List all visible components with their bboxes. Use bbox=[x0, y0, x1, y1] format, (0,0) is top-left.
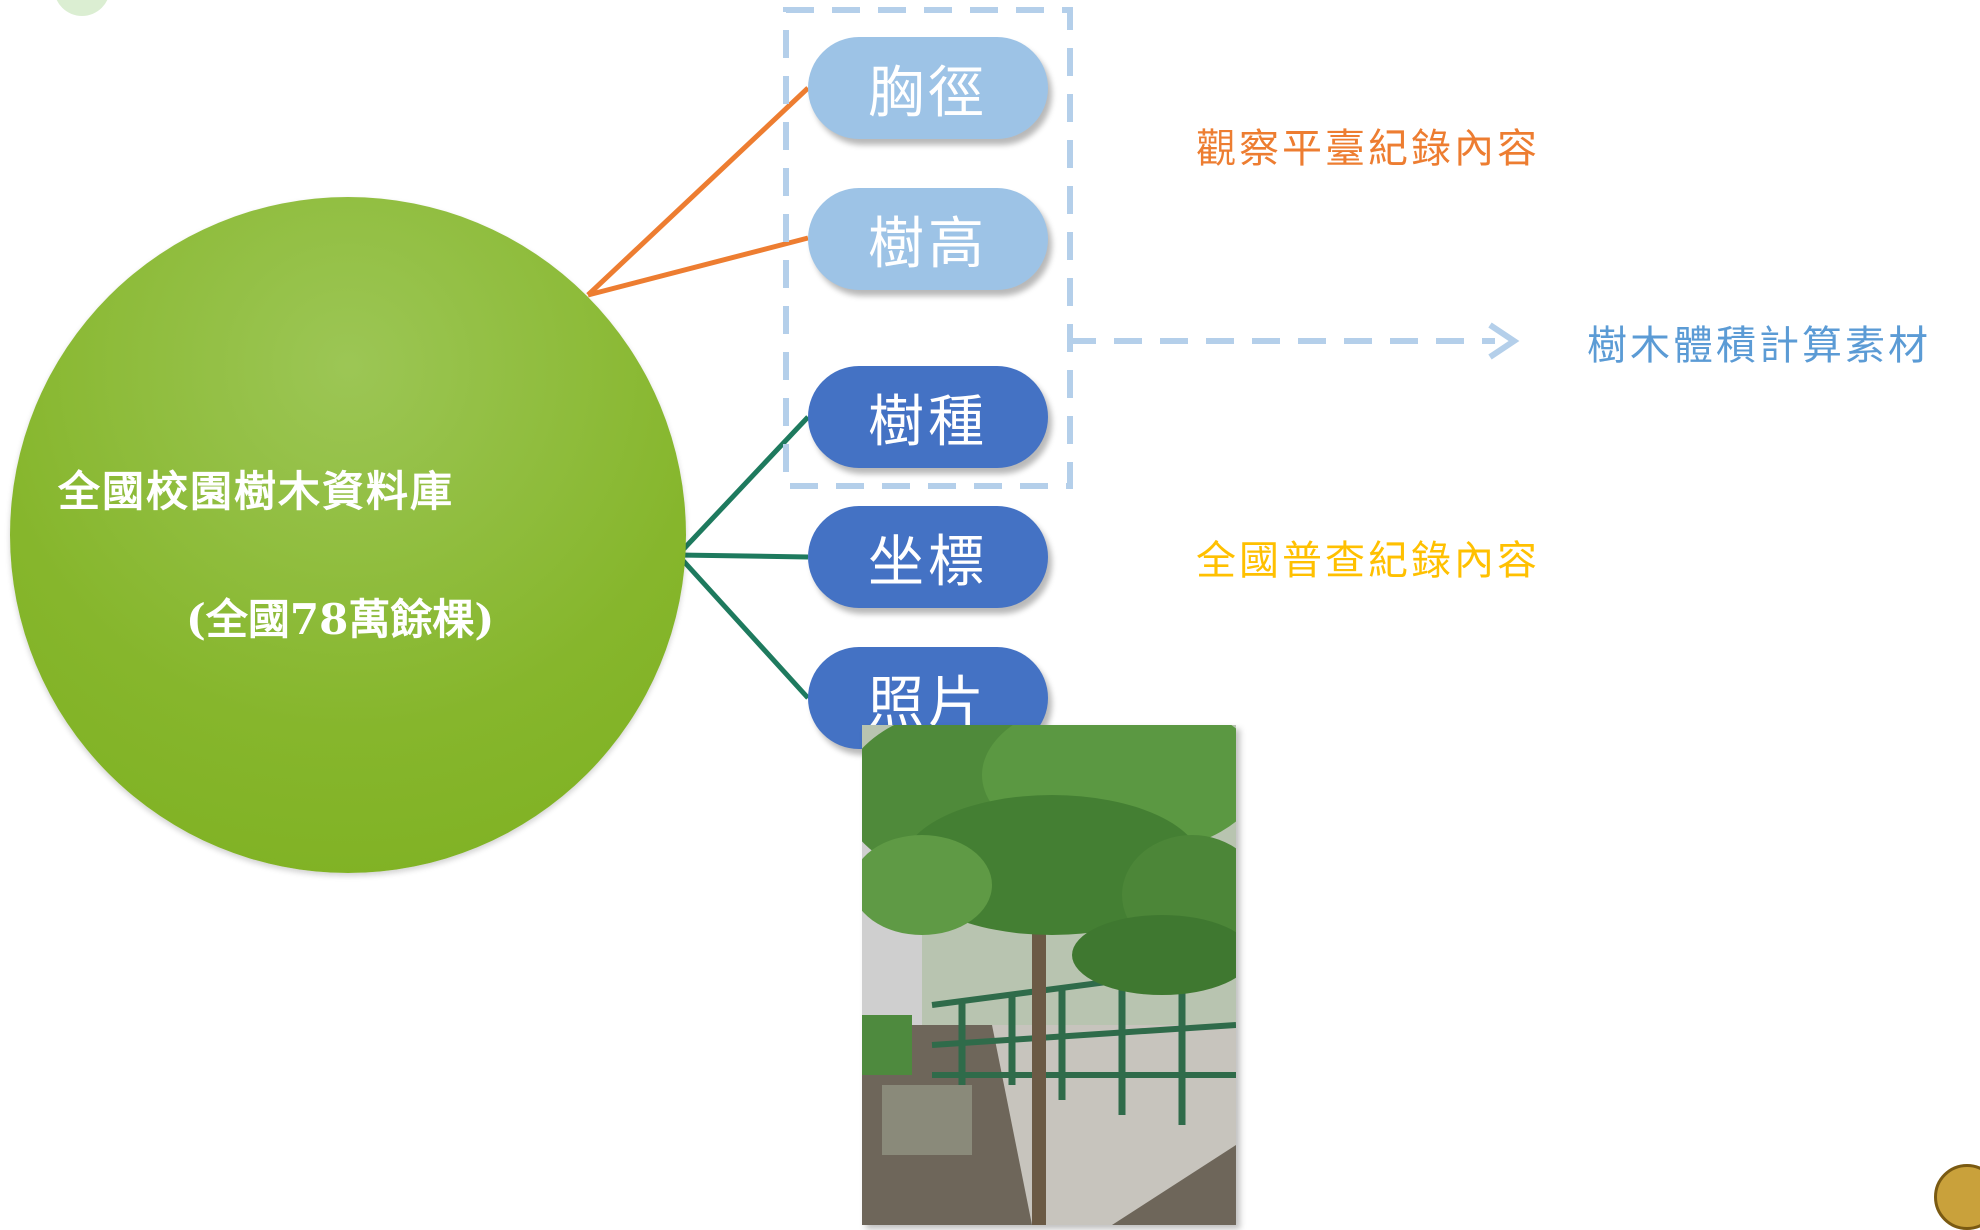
field-pill-dbh: 胸徑 bbox=[808, 37, 1048, 139]
connector-line-height bbox=[587, 235, 809, 298]
census-note: 全國普查紀錄內容 bbox=[1196, 538, 1540, 584]
volume-dashed-box bbox=[783, 7, 1073, 489]
field-pill-species: 樹種 bbox=[808, 366, 1048, 468]
connector-line-species bbox=[676, 415, 810, 557]
observation-note: 觀察平臺紀錄內容 bbox=[1196, 126, 1540, 172]
database-subtitle: (全國78萬餘棵) bbox=[186, 595, 495, 644]
volume-arrow-head bbox=[1488, 322, 1520, 360]
volume-dashed-arrow bbox=[1067, 338, 1495, 344]
field-pill-coordinates: 坐標 bbox=[808, 506, 1048, 608]
tree-photo bbox=[862, 725, 1236, 1225]
database-circle bbox=[10, 197, 686, 873]
connector-line-photo bbox=[676, 553, 810, 700]
volume-material-note: 樹木體積計算素材 bbox=[1587, 323, 1931, 369]
field-pill-height: 樹高 bbox=[808, 188, 1048, 290]
corner-decoration bbox=[54, 0, 110, 16]
tree-photo-illustration bbox=[862, 725, 1236, 1225]
connector-line-dbh bbox=[586, 86, 810, 297]
school-seal-logo bbox=[1934, 1164, 1980, 1230]
database-title: 全國校園樹木資料庫 bbox=[58, 467, 455, 516]
connector-line-coordinates bbox=[677, 552, 809, 560]
